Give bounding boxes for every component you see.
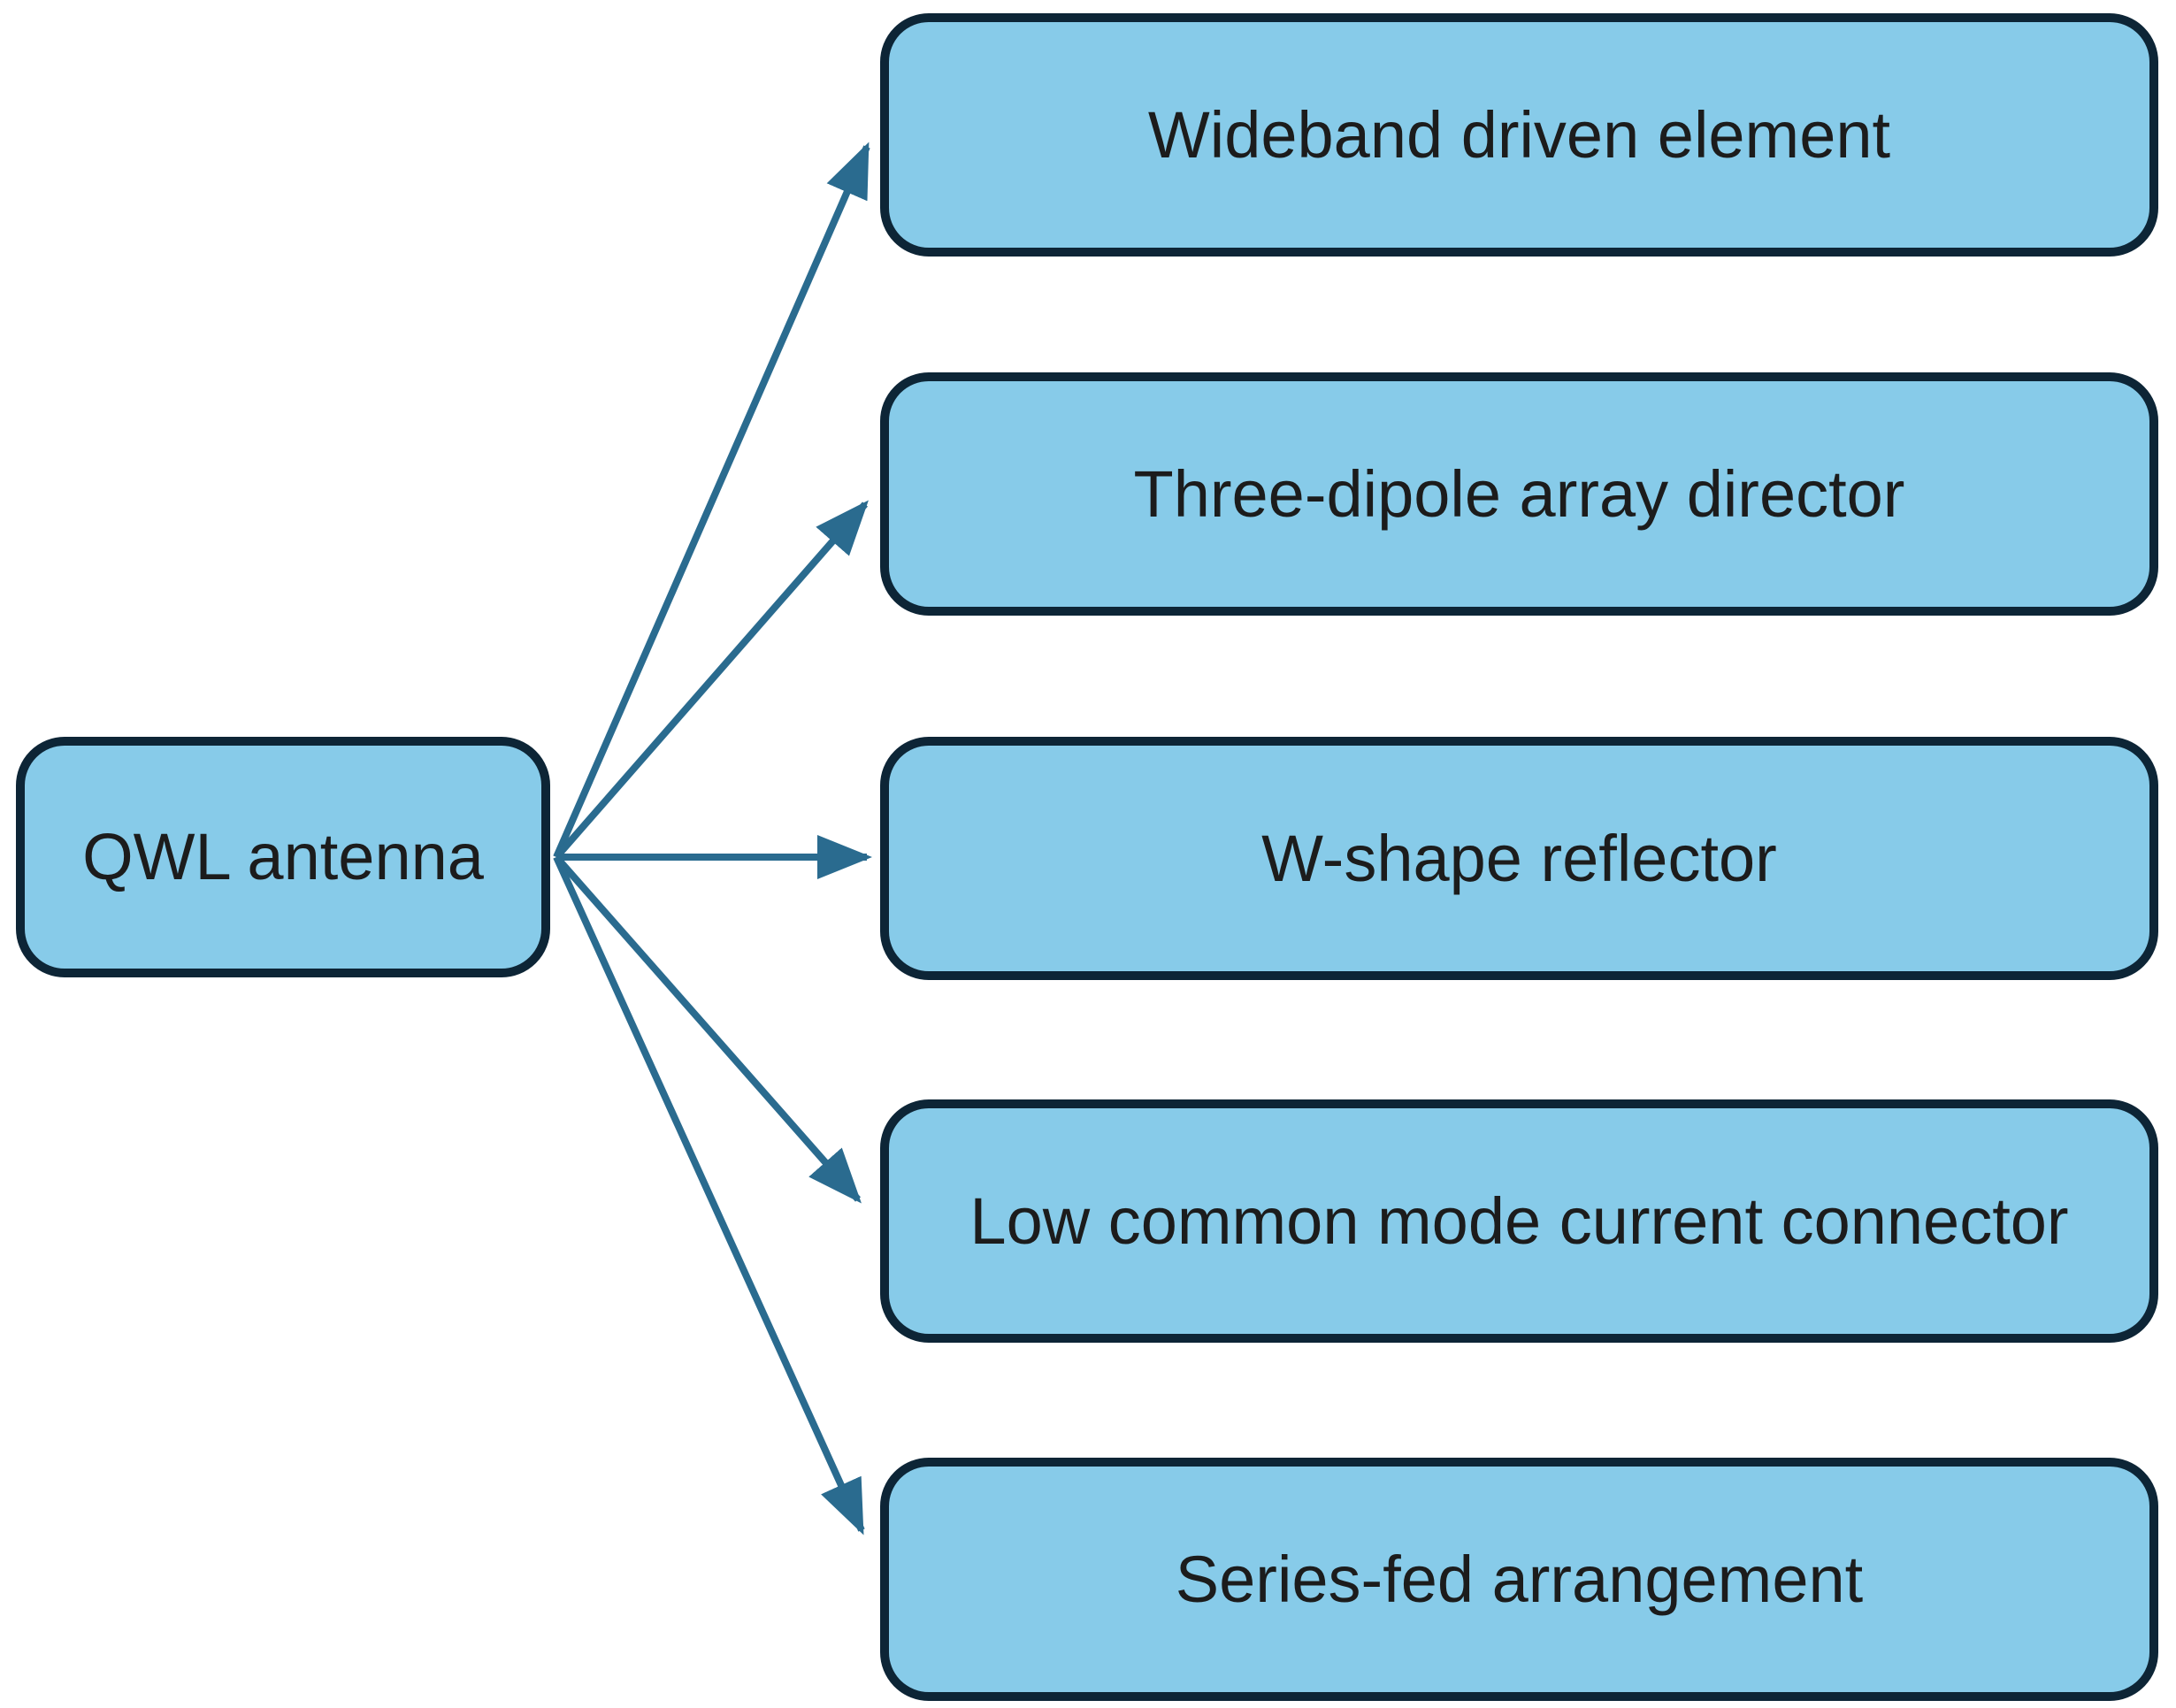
node-label: Low common mode current connector bbox=[969, 1183, 2069, 1258]
node-series-fed-arrangement: Series-fed arrangement bbox=[880, 1458, 2158, 1701]
node-three-dipole-array-director: Three-dipole array director bbox=[880, 372, 2158, 616]
node-label: Series-fed arrangement bbox=[1175, 1542, 1864, 1616]
node-label: Three-dipole array director bbox=[1133, 456, 1905, 531]
arrow-to-low-common-mode-current-connector bbox=[553, 854, 862, 1204]
node-wideband-driven-element: Wideband driven element bbox=[880, 13, 2158, 257]
arrow-to-three-dipole-array-director bbox=[553, 500, 869, 860]
node-qwl-antenna: QWL antenna bbox=[16, 737, 550, 977]
arrow-to-wideband-driven-element bbox=[553, 142, 870, 859]
node-w-shape-reflector: W-shape reflector bbox=[880, 737, 2158, 980]
node-label: QWL antenna bbox=[82, 820, 484, 894]
node-label: Wideband driven element bbox=[1147, 97, 1891, 172]
node-low-common-mode-current-connector: Low common mode current connector bbox=[880, 1099, 2158, 1343]
arrow-to-series-fed-arrangement bbox=[553, 855, 865, 1536]
node-label: W-shape reflector bbox=[1261, 821, 1777, 895]
